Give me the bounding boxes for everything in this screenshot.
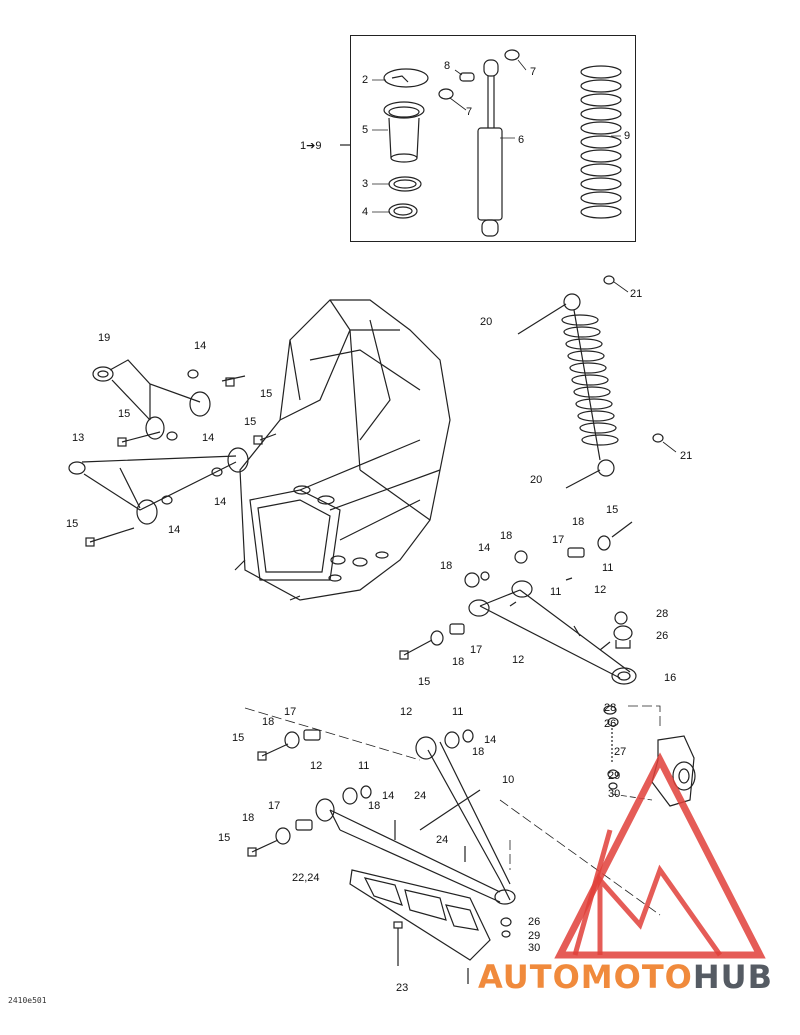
callout-label: 12 bbox=[512, 654, 525, 666]
callout-label: 17 bbox=[470, 644, 483, 656]
callout-label: 15 bbox=[118, 408, 131, 420]
callout-label: 11 bbox=[602, 562, 614, 574]
callout-label: 18 bbox=[242, 812, 255, 824]
callout-label: 14 bbox=[202, 432, 215, 444]
callout-label: 11 bbox=[452, 706, 464, 718]
callout-label: 15 bbox=[232, 732, 245, 744]
callout-label: 13 bbox=[72, 432, 85, 444]
callout-label: 12 bbox=[310, 760, 323, 772]
callout-label: 9 bbox=[624, 130, 631, 142]
inset-spring bbox=[580, 65, 622, 219]
callout-label: 11 bbox=[550, 586, 562, 598]
callout-label: 14 bbox=[484, 734, 497, 746]
watermark-text-part1: AUTOMOTO bbox=[478, 958, 693, 996]
callout-label: 18 bbox=[440, 560, 453, 572]
callout-label: 3 bbox=[362, 178, 369, 190]
callout-label: 23 bbox=[396, 982, 409, 994]
watermark-logo bbox=[554, 752, 766, 959]
callout-label: 6 bbox=[518, 134, 525, 146]
callout-label: 18 bbox=[262, 716, 275, 728]
callout-label: 30 bbox=[528, 942, 541, 954]
callout-label: 26 bbox=[656, 630, 669, 642]
callout-label: 17 bbox=[552, 534, 565, 546]
callout-label: 8 bbox=[444, 60, 451, 72]
callout-label: 17 bbox=[284, 706, 297, 718]
callout-label: 18 bbox=[500, 530, 513, 542]
callout-label: 26 bbox=[528, 916, 541, 928]
callout-label: 18 bbox=[472, 746, 485, 758]
upper-a-arm-right bbox=[399, 521, 637, 685]
callout-label: 21 bbox=[680, 450, 693, 462]
callout-label: 27 bbox=[614, 746, 627, 758]
callout-label: 14 bbox=[214, 496, 227, 508]
callout-label: 10 bbox=[502, 774, 515, 786]
callout-label: 15 bbox=[418, 676, 431, 688]
callout-label: 19 bbox=[98, 332, 111, 344]
callout-label: 28 bbox=[604, 702, 617, 714]
callout-label: 11 bbox=[358, 760, 370, 772]
callout-label: 5 bbox=[362, 124, 369, 136]
callout-label: 12 bbox=[400, 706, 413, 718]
watermark-text: AUTOMOTOHUB bbox=[478, 958, 773, 996]
callout-label: 14 bbox=[382, 790, 395, 802]
callout-label: 30 bbox=[608, 788, 621, 800]
inset-group-ref: 1➔9 bbox=[300, 140, 322, 152]
callout-label: 24 bbox=[414, 790, 427, 802]
callout-label: 18 bbox=[368, 800, 381, 812]
callout-label: 28 bbox=[656, 608, 669, 620]
vehicle-frame bbox=[234, 299, 451, 601]
callout-label: 20 bbox=[480, 316, 493, 328]
callout-label: 20 bbox=[530, 474, 543, 486]
callout-label: 24 bbox=[436, 834, 449, 846]
watermark-text-part2: HUB bbox=[692, 958, 774, 996]
callout-label: 15 bbox=[606, 504, 619, 516]
callout-label: 18 bbox=[452, 656, 465, 668]
callout-label: 18 bbox=[572, 516, 585, 528]
callout-label: 15 bbox=[244, 416, 257, 428]
drawing-code: 2410e501 bbox=[8, 996, 47, 1005]
callout-label: 2 bbox=[362, 74, 369, 86]
lower-a-arm bbox=[244, 707, 661, 984]
callout-label: 22,24 bbox=[292, 872, 320, 884]
callout-label: 14 bbox=[194, 340, 207, 352]
callout-label: 7 bbox=[530, 66, 537, 78]
callout-label: 29 bbox=[528, 930, 541, 942]
callout-label: 17 bbox=[268, 800, 281, 812]
callout-label: 4 bbox=[362, 206, 369, 218]
callout-label: 15 bbox=[260, 388, 273, 400]
callout-label: 26 bbox=[604, 718, 617, 730]
callout-label: 14 bbox=[478, 542, 491, 554]
inset-parts bbox=[340, 49, 622, 237]
inset-frame bbox=[350, 35, 636, 242]
callout-label: 15 bbox=[218, 832, 231, 844]
rear-shock-absorber bbox=[517, 275, 677, 489]
callout-label: 12 bbox=[594, 584, 607, 596]
upper-a-arm-left bbox=[68, 359, 277, 547]
callout-label: 15 bbox=[66, 518, 79, 530]
callout-label: 14 bbox=[168, 524, 181, 536]
callout-label: 21 bbox=[630, 288, 643, 300]
callout-label: 29 bbox=[608, 770, 621, 782]
callout-label: 16 bbox=[664, 672, 677, 684]
callout-label: 7 bbox=[466, 106, 473, 118]
